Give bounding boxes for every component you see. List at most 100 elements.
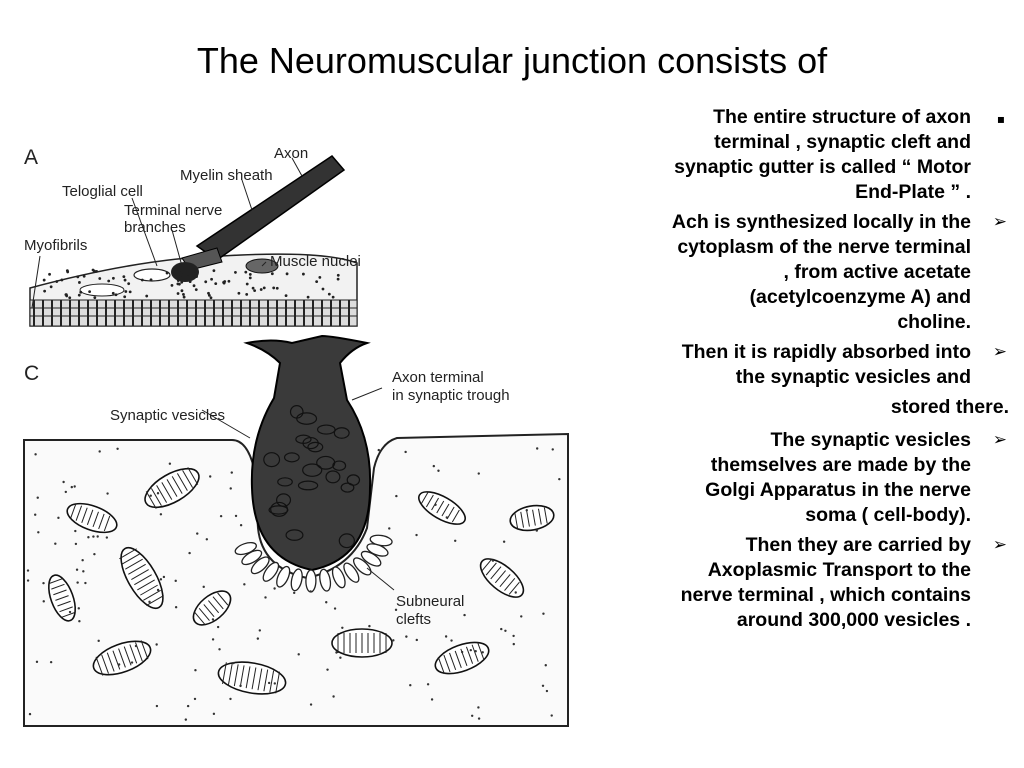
granule-dot [182,293,185,296]
mitochondrion-crista [118,648,126,668]
granule-dot [64,293,68,297]
cytoplasm-dot [73,485,76,488]
cytoplasm-dot [444,635,448,638]
granule-dot [315,280,319,284]
cytoplasm-dot [212,712,216,716]
mitochondrion-outline [217,661,287,695]
mitochondrion-crista [532,509,536,526]
cytoplasm-dot [96,535,99,538]
cytoplasm-dot [174,579,177,583]
granule-dot [49,285,53,289]
mitochondrion-crista [436,500,445,514]
granule-dot [123,278,127,282]
vesicle [332,460,347,471]
vesicle [285,529,304,541]
mitochondrion-crista [137,579,155,591]
cytoplasm-dot [229,487,232,490]
mitochondrion-crista [51,583,65,590]
granule-dot [128,290,132,294]
cytoplasm-dot [74,542,78,546]
square-icon: ▪ [996,112,1005,126]
cytoplasm-dot [193,697,197,701]
mitochondrion-crista [55,595,69,601]
vesicle [316,424,336,435]
neuromuscular-junction-figure: A [22,138,570,728]
cytoplasm-dot [92,535,95,538]
granule-dot [285,272,289,276]
mitochondrion-crista [140,584,158,596]
granule-dot [149,278,153,282]
mitochondrion-crista [526,510,530,527]
cytoplasm-dot [216,625,220,629]
vesicle [277,477,293,487]
granule-dot [321,287,325,291]
vesicle [333,427,350,439]
granule-dot [210,277,213,281]
muscle-nucleus [245,258,279,274]
mitochondrion-crista [61,612,75,618]
granule-dot [270,272,274,276]
muscle-nucleus [79,283,125,297]
cytoplasm-dot [297,653,300,656]
mitochondrion-outline [509,504,555,532]
mitochondrion-crista [53,589,67,596]
cytoplasm-dot [149,494,152,497]
granule-dot [327,292,331,296]
granule-dot [214,282,218,286]
cytoplasm-dot [239,684,242,688]
figure-drawing: A [23,145,569,727]
cytoplasm-dot [426,683,430,686]
cytoplasm-dot [34,453,37,456]
mitochondrion-crista [537,508,542,525]
mitochondrion-crista [222,662,227,685]
granule-dot [234,271,237,274]
granule-dot [212,269,216,273]
mitochondrion [331,628,393,658]
vesicle [283,452,300,463]
cytoplasm-dot [184,718,188,721]
vesicle [338,533,355,549]
granule-dot [222,281,226,285]
granule-dot [227,279,231,283]
granule-dot [111,276,115,280]
cytoplasm-dot [469,648,472,652]
cytoplasm-dot [49,660,53,664]
granule-dot [237,291,241,295]
mitochondrion-crista [203,604,215,618]
mitochondrion-crista [98,513,105,530]
granule-dot [123,295,127,299]
myofibril-striations [29,299,358,327]
mitochondrion-crista [425,494,434,508]
cytoplasm-dot [117,663,121,666]
cytoplasm-dot [309,703,313,706]
cytoplasm-dot [42,600,45,603]
cytoplasm-dot [474,650,477,653]
cytoplasm-dot [341,626,344,629]
cytoplasm-dot [209,475,212,478]
cytoplasm-dot [219,514,223,518]
cytoplasm-dot [106,492,109,495]
mitochondrion-crista [101,654,109,674]
mitochondrion-crista [57,600,71,607]
mitochondrion-crista [194,611,206,625]
granule-dot [82,274,86,278]
cytoplasm-dot [388,527,391,530]
cytoplasm-dot [544,664,547,667]
cytoplasm-dot [477,717,481,720]
subneural-cleft [234,541,257,556]
granule-dot [93,296,97,299]
mitochondrion-crista [481,558,493,572]
mitochondrion-crista [161,482,173,500]
panel-a-leader-lines [31,157,303,309]
mitochondrion [418,491,466,525]
vesicle [295,434,312,444]
granule-dots [42,268,340,300]
mitochondrion-crista [156,485,168,503]
mitochondrion-crista [257,668,263,691]
cytoplasm-dot [28,712,32,716]
cytoplasm-dot [437,469,440,472]
teloglial-cell [133,268,171,282]
granule-dot [127,282,131,286]
cytoplasm-dot [434,503,437,506]
cytoplasm-dot [232,661,235,665]
